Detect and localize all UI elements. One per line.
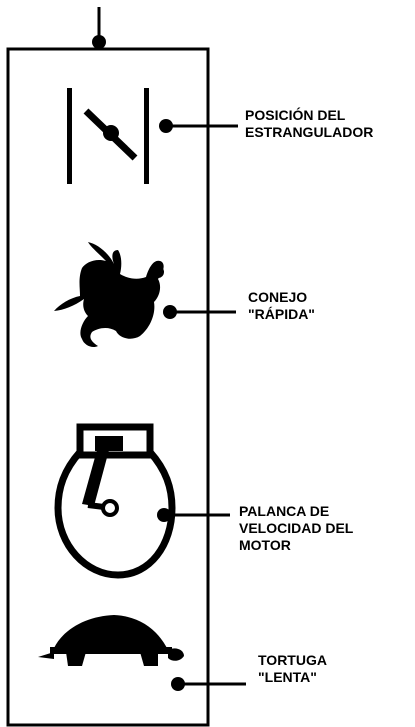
speed-lever-icon [54, 423, 176, 579]
choke-leader-dot [159, 119, 173, 133]
choke-icon [67, 88, 149, 184]
top-leader-dot [92, 35, 106, 49]
engine-speed-lever-label: PALANCA DE VELOCIDAD DEL MOTOR [239, 503, 354, 553]
lever-leader-dot [157, 508, 171, 522]
control-panel-frame [6, 47, 210, 727]
turtle-icon [38, 615, 184, 666]
rabbit-icon [54, 242, 164, 348]
turtle-slow-label: TORTUGA "LENTA" [258, 652, 327, 685]
rabbit-fast-label: CONEJO "RÁPIDA" [248, 289, 315, 322]
turtle-leader-dot [171, 677, 185, 691]
choke-position-label: POSICIÓN DEL ESTRANGULADOR [245, 107, 374, 140]
rabbit-leader-dot [163, 305, 177, 319]
